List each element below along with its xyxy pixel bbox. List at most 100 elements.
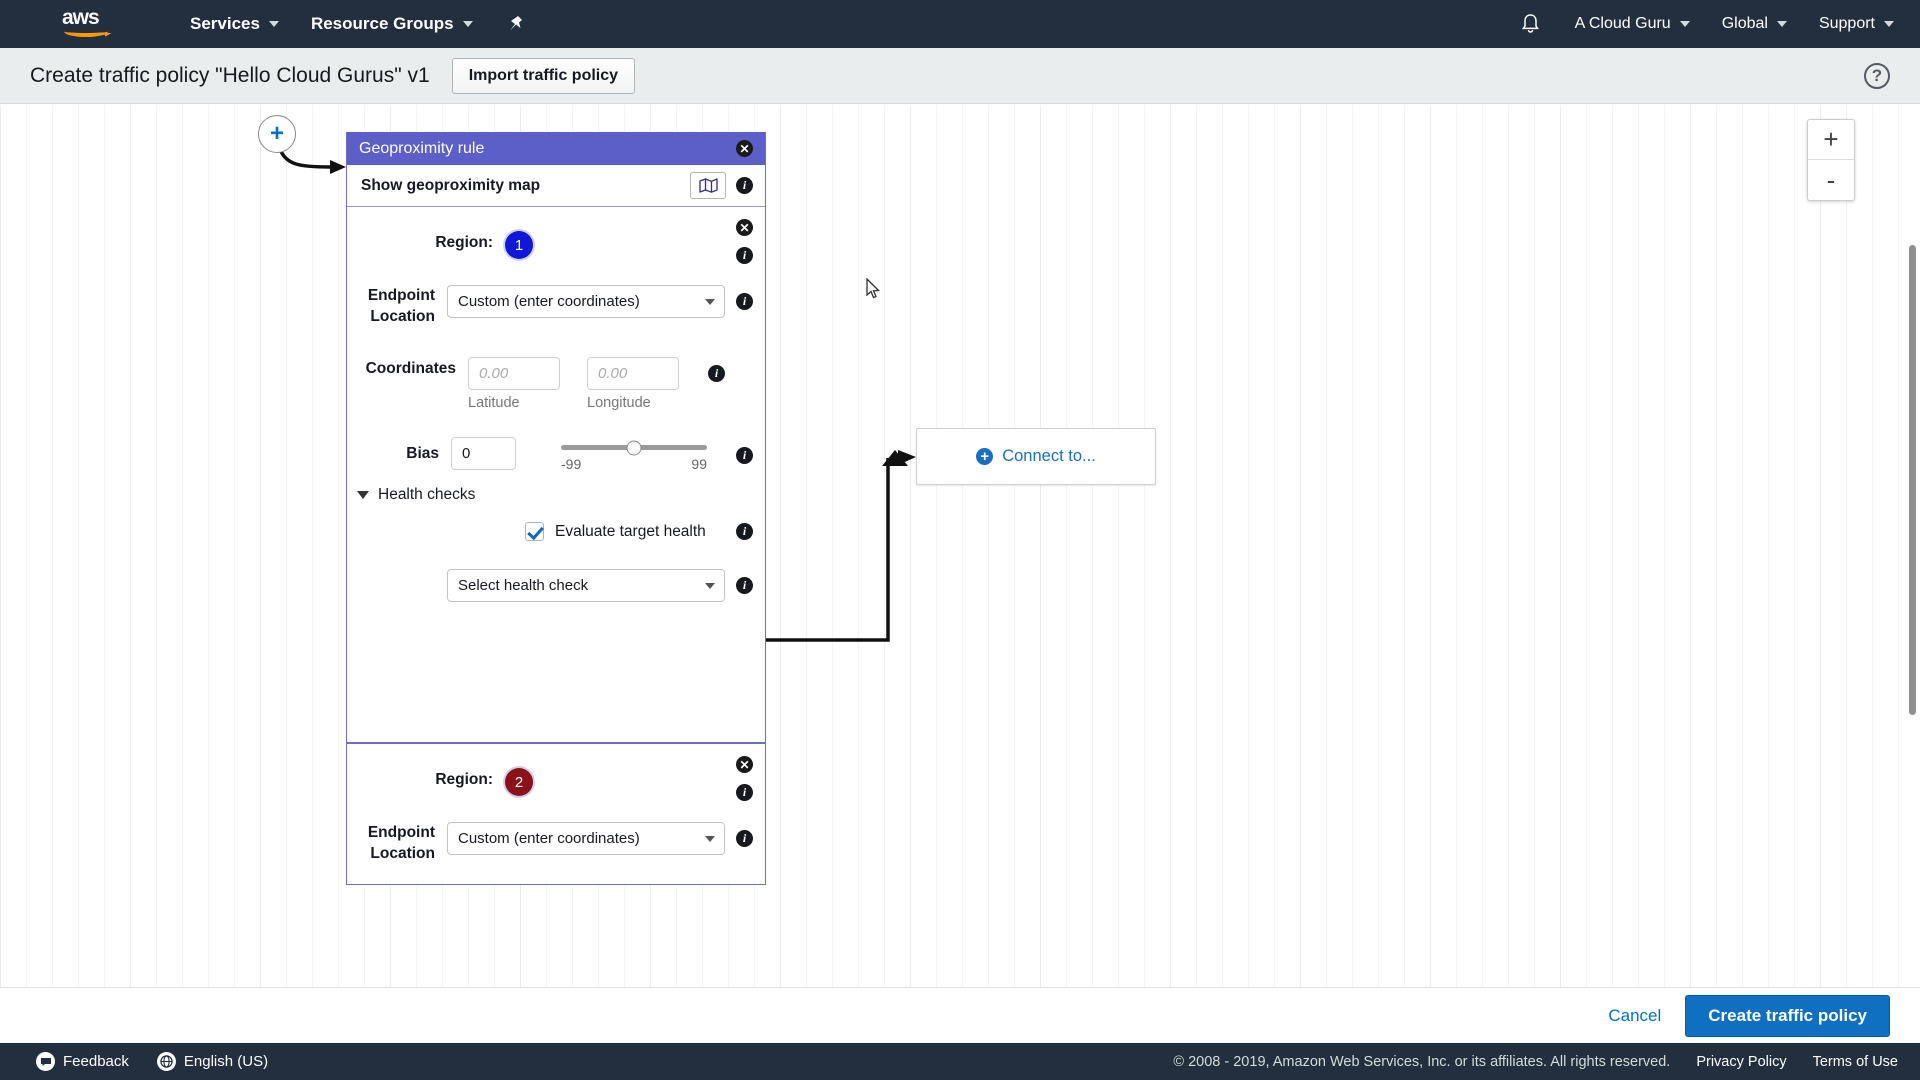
- endpoint-location-select-wrap: Custom (enter coordinates): [447, 285, 725, 318]
- close-icon[interactable]: ✕: [736, 140, 753, 157]
- page-footer: Feedback English (US) © 2008 - 2019, Ama…: [0, 1043, 1920, 1080]
- canvas-vertical-scrollbar[interactable]: [1909, 245, 1916, 715]
- info-icon[interactable]: i: [736, 247, 753, 264]
- health-check-select-wrap: Select health check: [447, 569, 725, 602]
- nav-right-group: A Cloud Guru Global Support: [1502, 0, 1920, 48]
- footer-right-group: © 2008 - 2019, Amazon Web Services, Inc.…: [1173, 1054, 1898, 1070]
- pin-icon[interactable]: [489, 0, 542, 48]
- geoproximity-rule-panel: Geoproximity rule ✕ Show geoproximity ma…: [346, 132, 766, 885]
- aws-smile-icon: [64, 26, 108, 37]
- plus-icon: +: [976, 448, 994, 465]
- info-icon[interactable]: i: [736, 293, 753, 310]
- endpoint-location-select[interactable]: Custom (enter coordinates): [447, 822, 725, 855]
- feedback-label: Feedback: [63, 1053, 129, 1070]
- nav-item-services-label: Services: [190, 14, 260, 33]
- connect-to-node-1[interactable]: + Connect to...: [916, 428, 1156, 485]
- help-icon[interactable]: ?: [1864, 62, 1890, 89]
- connector-lines: [278, 148, 916, 642]
- endpoint-location-select[interactable]: Custom (enter coordinates): [447, 285, 725, 318]
- bell-icon[interactable]: [1502, 13, 1559, 35]
- page-header-bar: Create traffic policy "Hello Cloud Gurus…: [0, 48, 1920, 104]
- nav-item-support-label: Support: [1818, 15, 1875, 32]
- bias-max-label: 99: [691, 456, 707, 472]
- endpoint-location-label: Endpoint Location: [367, 287, 435, 325]
- policy-canvas[interactable]: + + - + Connect to... + Connect to... Ge…: [0, 105, 1920, 987]
- show-map-label: Show geoproximity map: [361, 176, 541, 194]
- info-icon[interactable]: i: [736, 577, 753, 594]
- endpoint-location-label: Endpoint Location: [367, 824, 435, 862]
- bias-slider[interactable]: -99 99: [561, 437, 707, 472]
- info-icon[interactable]: i: [736, 177, 753, 194]
- chevron-down-icon: [1679, 21, 1690, 27]
- evaluate-target-health-row: Evaluate target health i: [347, 504, 765, 541]
- region-label: Region:: [435, 234, 493, 251]
- coordinates-label: Coordinates: [365, 360, 456, 377]
- latitude-group: Latitude: [468, 357, 560, 411]
- globe-icon: [156, 1052, 176, 1071]
- info-icon[interactable]: i: [736, 447, 753, 464]
- endpoint-location-row: Endpoint Location Custom (enter coordina…: [347, 822, 765, 864]
- feedback-button[interactable]: Feedback: [22, 1052, 143, 1071]
- mouse-cursor: [866, 277, 881, 305]
- endpoint-location-select-wrap: Custom (enter coordinates): [447, 822, 725, 855]
- bias-row: Bias -99 99 i: [347, 437, 765, 472]
- zoom-out-button[interactable]: -: [1826, 164, 1836, 195]
- chevron-down-icon: [268, 21, 279, 27]
- region-1-bottom-spacer: [347, 602, 765, 720]
- import-traffic-policy-button[interactable]: Import traffic policy: [451, 57, 636, 94]
- copyright-text: © 2008 - 2019, Amazon Web Services, Inc.…: [1173, 1053, 1671, 1070]
- language-selector[interactable]: English (US): [143, 1052, 282, 1071]
- add-start-node-button[interactable]: +: [258, 115, 296, 153]
- endpoint-location-row: Endpoint Location Custom (enter coordina…: [347, 285, 765, 357]
- latitude-input[interactable]: [468, 357, 560, 390]
- chevron-down-icon: [1884, 21, 1894, 27]
- region-block-1: ✕ i Region: 1 Endpoint Location Custom (…: [347, 207, 765, 742]
- spacer: [347, 569, 447, 602]
- speech-bubble-icon: [36, 1052, 55, 1071]
- longitude-input[interactable]: [587, 357, 679, 390]
- evaluate-target-health-checkbox[interactable]: [525, 522, 544, 541]
- info-icon[interactable]: i: [736, 830, 753, 847]
- zoom-controls: + -: [1807, 119, 1855, 201]
- nav-item-resource-groups[interactable]: Resource Groups: [295, 0, 489, 48]
- health-checks-label: Health checks: [378, 486, 476, 503]
- zoom-in-button[interactable]: +: [1808, 120, 1854, 160]
- remove-region-icon[interactable]: ✕: [736, 219, 753, 236]
- region-badge: 1: [505, 231, 533, 259]
- health-check-select[interactable]: Select health check: [447, 569, 725, 602]
- privacy-policy-link[interactable]: Privacy Policy: [1696, 1053, 1787, 1070]
- nav-item-region[interactable]: Global: [1706, 0, 1803, 48]
- region-badge: 2: [505, 768, 533, 796]
- info-icon[interactable]: i: [736, 523, 753, 540]
- longitude-group: Longitude: [587, 357, 679, 411]
- bias-min-label: -99: [561, 456, 582, 472]
- region-number-row: Region: 1: [347, 223, 765, 285]
- create-traffic-policy-button[interactable]: Create traffic policy: [1685, 994, 1890, 1037]
- region-number-row: Region: 2: [347, 760, 765, 822]
- chevron-down-icon: [1776, 21, 1787, 27]
- region-2-icons: ✕ i: [736, 756, 753, 801]
- bias-input[interactable]: [451, 437, 516, 470]
- terms-of-use-link[interactable]: Terms of Use: [1812, 1053, 1898, 1070]
- bias-slider-track[interactable]: [561, 440, 707, 455]
- evaluate-target-health-label: Evaluate target health: [555, 522, 706, 540]
- bias-label: Bias: [406, 445, 439, 462]
- region-label: Region:: [435, 771, 493, 788]
- nav-item-account[interactable]: A Cloud Guru: [1559, 0, 1706, 48]
- nav-item-support[interactable]: Support: [1803, 0, 1920, 48]
- info-icon[interactable]: i: [736, 784, 753, 801]
- cancel-button[interactable]: Cancel: [1608, 1005, 1662, 1025]
- nav-item-services[interactable]: Services: [174, 0, 295, 48]
- aws-logo[interactable]: aws: [62, 7, 114, 40]
- remove-region-icon[interactable]: ✕: [736, 756, 753, 773]
- health-checks-disclosure[interactable]: Health checks: [347, 472, 765, 504]
- show-geoproximity-map-row: Show geoproximity map i: [347, 165, 765, 207]
- panel-title-label: Geoproximity rule: [359, 139, 485, 157]
- bias-slider-knob[interactable]: [626, 440, 642, 455]
- info-icon[interactable]: i: [708, 365, 725, 382]
- map-icon[interactable]: [690, 172, 726, 199]
- nav-item-region-label: Global: [1721, 15, 1768, 32]
- panel-title-bar: Geoproximity rule ✕: [347, 132, 765, 165]
- latitude-sublabel: Latitude: [468, 395, 520, 411]
- health-check-select-row: Select health check i: [347, 541, 765, 602]
